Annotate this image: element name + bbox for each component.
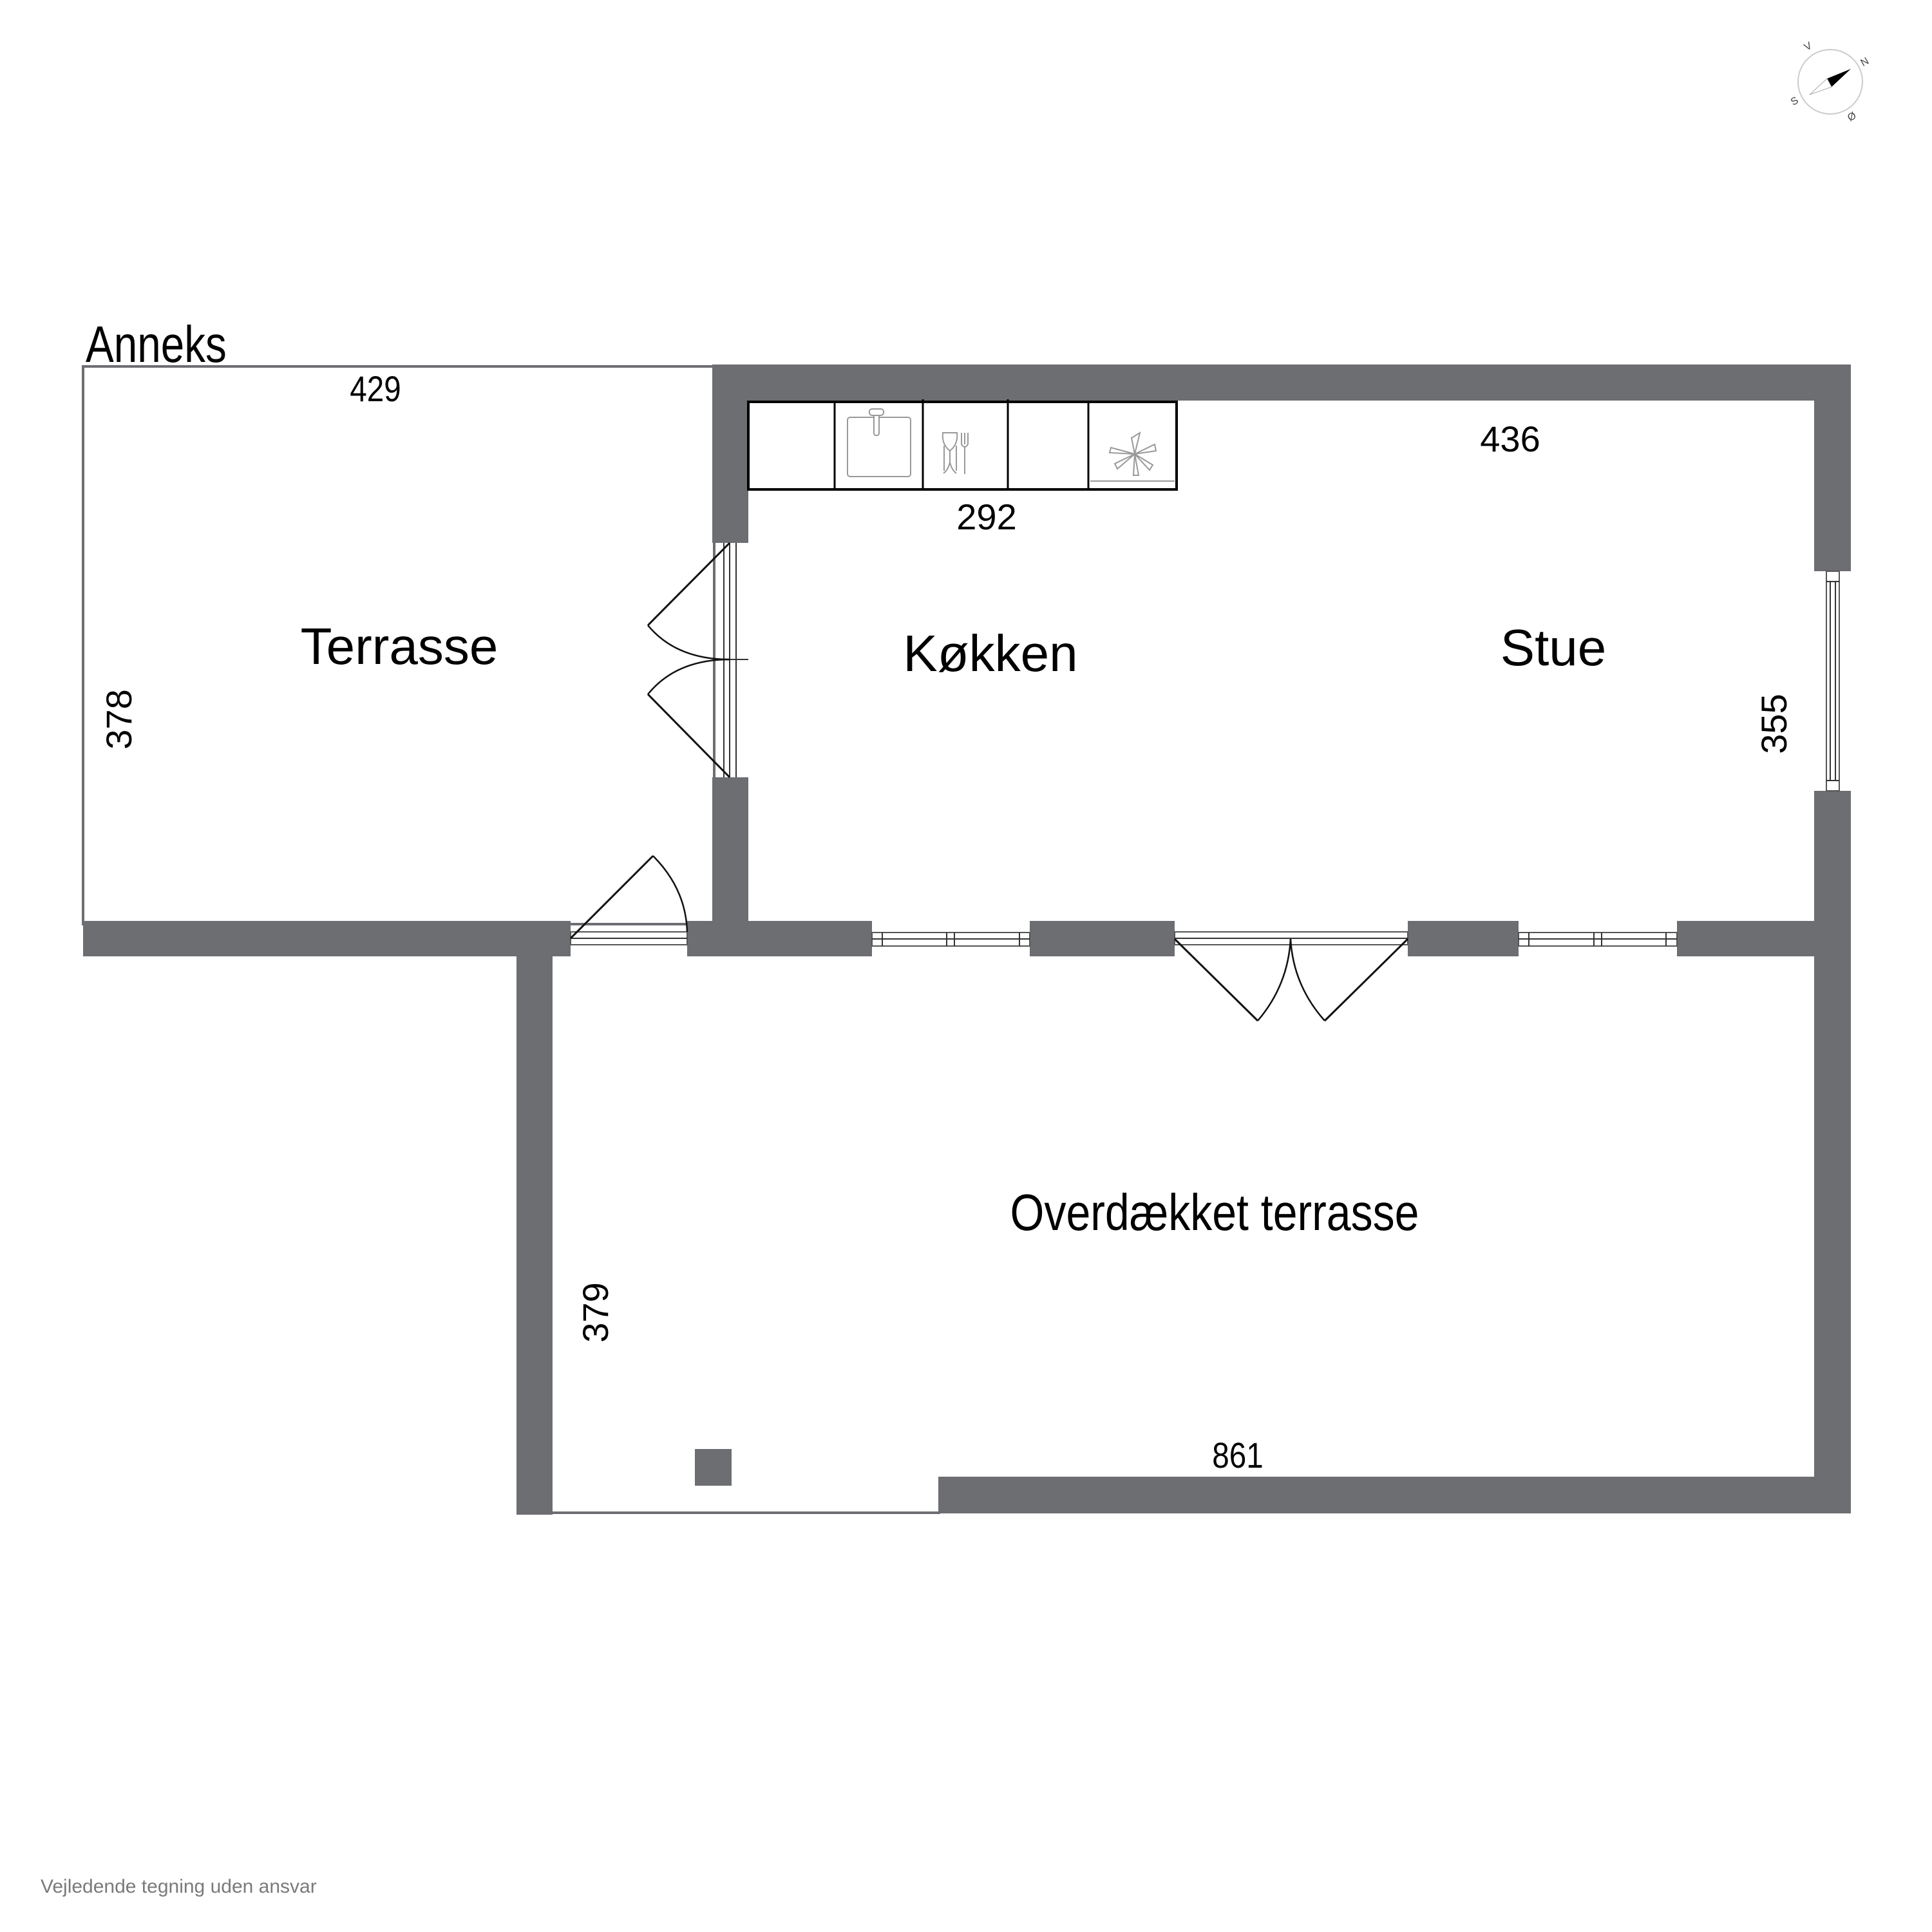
room-label-kokken: Køkken (903, 625, 1078, 682)
dimension-stue-depth: 355 (1754, 694, 1794, 754)
window-1 (871, 932, 1030, 947)
wall-top (712, 365, 1851, 401)
dimension-covered-depth: 379 (575, 1282, 616, 1343)
stove-fan-icon (1090, 431, 1175, 482)
wall-right-lower (1814, 791, 1851, 1513)
dimension-terrasse-width: 429 (350, 368, 401, 409)
window-right (1826, 571, 1840, 791)
room-label-terrasse: Terrasse (300, 618, 498, 675)
wall-mid-seg3 (1408, 921, 1519, 956)
disclaimer-footer: Vejledende tegning uden ansvar (41, 1876, 317, 1897)
sink-icon (847, 408, 911, 477)
room-label-stue: Stue (1500, 619, 1607, 676)
dimension-terrasse-depth: 378 (99, 689, 139, 750)
wall-mid-left (83, 921, 571, 956)
post (695, 1449, 732, 1486)
wall-mid-seg2 (1030, 921, 1175, 956)
wall-covered-left (516, 921, 553, 1515)
wall-mid-seg1 (687, 921, 872, 956)
dimension-stue-width: 436 (1480, 419, 1540, 459)
plan-title: Anneks (86, 316, 227, 373)
kitchen-counter (747, 399, 1178, 491)
window-2 (1518, 932, 1678, 947)
dishwasher-icon (942, 432, 969, 474)
double-door-terrasse-kitchen[interactable] (647, 542, 748, 779)
compass-icon (1797, 49, 1863, 115)
door-terrasse-covered[interactable] (569, 855, 688, 945)
dimension-covered-width: 861 (1212, 1435, 1264, 1475)
room-label-overdaekket-terrasse: Overdækket terrasse (1010, 1184, 1419, 1241)
double-door-kitchen-covered[interactable] (1173, 931, 1409, 1022)
wall-mid-seg4 (1677, 921, 1851, 956)
dimension-kitchen-counter: 292 (956, 497, 1017, 537)
wall-kitchen-left-upper (712, 365, 748, 543)
wall-right-upper (1814, 365, 1851, 571)
wall-covered-bottom (938, 1477, 1851, 1513)
